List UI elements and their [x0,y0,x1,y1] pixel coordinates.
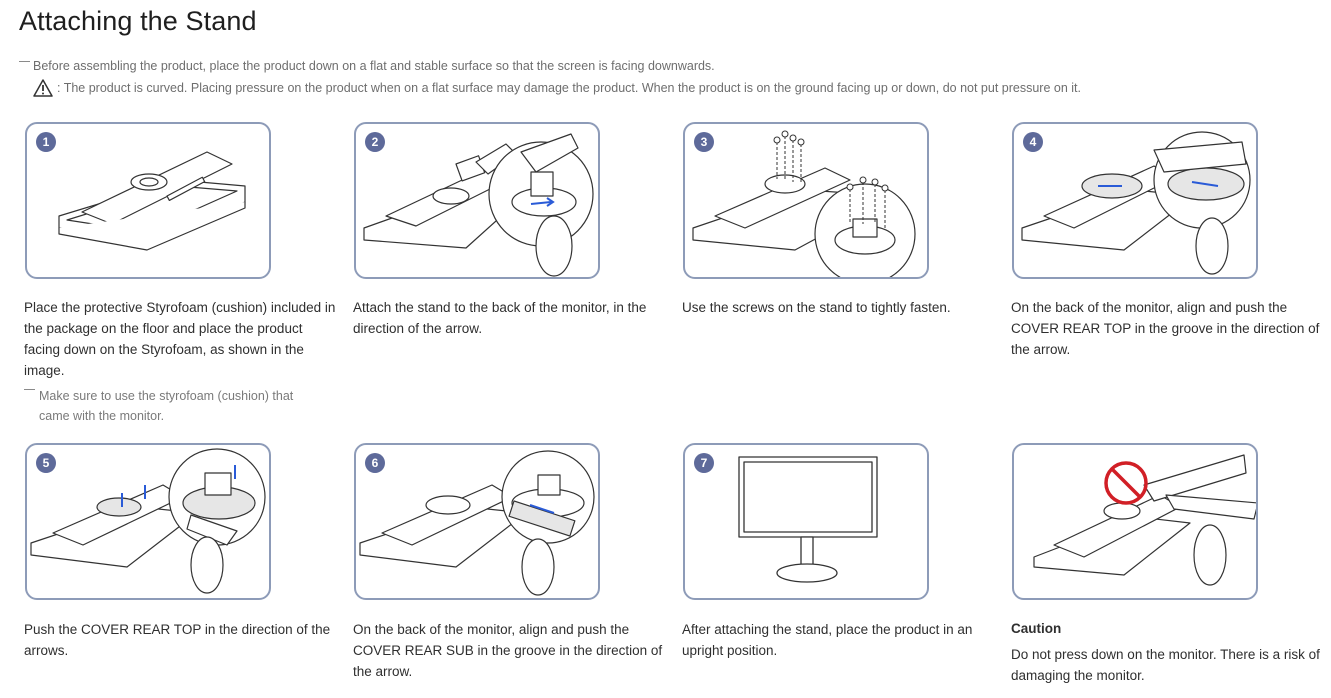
caution-heading: Caution [1011,621,1062,636]
monitor-on-styrofoam-icon [58,151,246,251]
curved-warning: : The product is curved. Placing pressur… [33,79,1081,97]
step-2-caption: Attach the stand to the back of the moni… [353,300,647,336]
step-5-illustration: 5 [25,443,271,600]
warning-text: : The product is curved. Placing pressur… [57,81,1081,95]
step-2-illustration: 2 [354,122,600,279]
step-1-subnote: Make sure to use the styrofoam (cushion)… [24,386,324,426]
step-4-illustration: 4 [1012,122,1258,279]
step-number-badge: 5 [36,453,56,473]
caution-illustration [1012,443,1258,600]
step-5-caption: Push the COVER REAR TOP in the direction… [24,622,331,658]
step-6-illustration: 6 [354,443,600,600]
step-number-badge: 4 [1023,132,1043,152]
step-number-badge: 7 [694,453,714,473]
step-number-badge: 6 [365,453,385,473]
screws-icon [692,130,916,277]
assembly-note: Before assembling the product, place the… [19,59,715,73]
step-1-caption: Place the protective Styrofoam (cushion)… [24,300,336,378]
step-7-caption: After attaching the stand, place the pro… [682,622,973,658]
step-3-illustration: 3 [683,122,929,279]
page-title: Attaching the Stand [19,6,257,36]
do-not-press-icon [1033,454,1256,586]
assembly-note-text: Before assembling the product, place the… [33,59,715,73]
prohibited-sign-icon [1104,461,1148,505]
step-number-badge: 2 [365,132,385,152]
subnote-dash [24,389,35,390]
push-cover-icon [30,448,266,594]
step-1-subnote-text: Make sure to use the styrofoam (cushion)… [39,389,294,423]
step-7-illustration: 7 [683,443,929,600]
cover-rear-sub-icon [359,450,595,596]
step-6-caption: On the back of the monitor, align and pu… [353,622,663,679]
step-number-badge: 1 [36,132,56,152]
attach-stand-icon [363,133,594,277]
caution-caption: Do not press down on the monitor. There … [1011,647,1320,683]
step-1-illustration: 1 [25,122,271,279]
step-4-caption: On the back of the monitor, align and pu… [1011,300,1320,357]
step-number-badge: 3 [694,132,714,152]
upright-monitor-icon [738,456,878,583]
warning-icon [33,79,53,97]
cover-rear-top-icon [1021,131,1251,275]
note-dash [19,61,30,62]
step-3-caption: Use the screws on the stand to tightly f… [682,300,951,315]
